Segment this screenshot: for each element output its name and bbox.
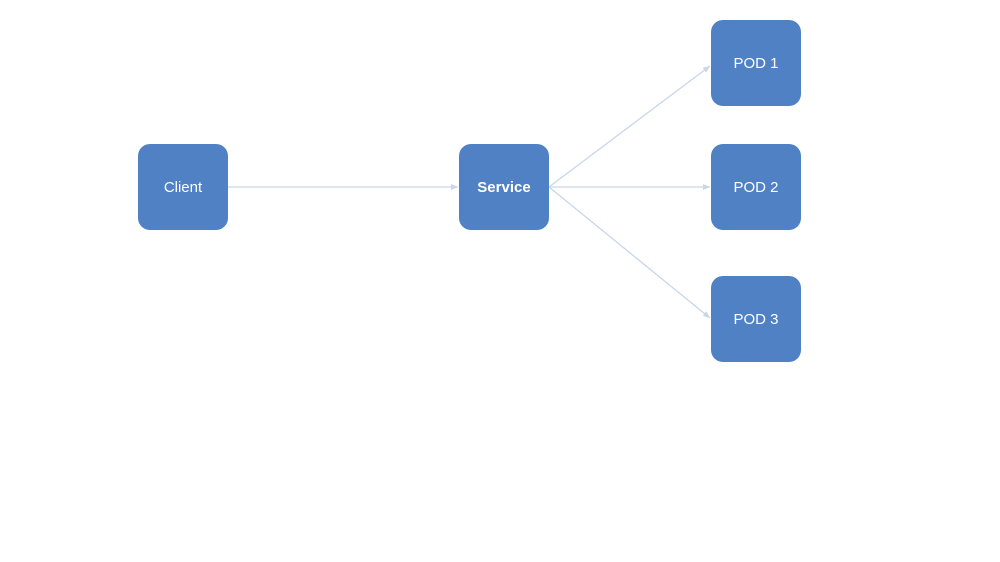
client-node-label: Client	[163, 178, 203, 196]
service-node: Service	[459, 144, 549, 230]
client-node: Client	[138, 144, 228, 230]
pod-3-node: POD 3	[711, 276, 801, 362]
pod-2-node: POD 2	[711, 144, 801, 230]
pod-1-node-label: POD 1	[733, 54, 779, 72]
edge-service-to-pod-3	[548, 186, 711, 319]
pod-2-node-label: POD 2	[733, 178, 779, 196]
service-node-label: Service	[477, 178, 531, 196]
pod-1-node: POD 1	[711, 20, 801, 106]
pod-3-node-label: POD 3	[733, 310, 779, 328]
edge-service-to-pod-1	[548, 65, 711, 188]
